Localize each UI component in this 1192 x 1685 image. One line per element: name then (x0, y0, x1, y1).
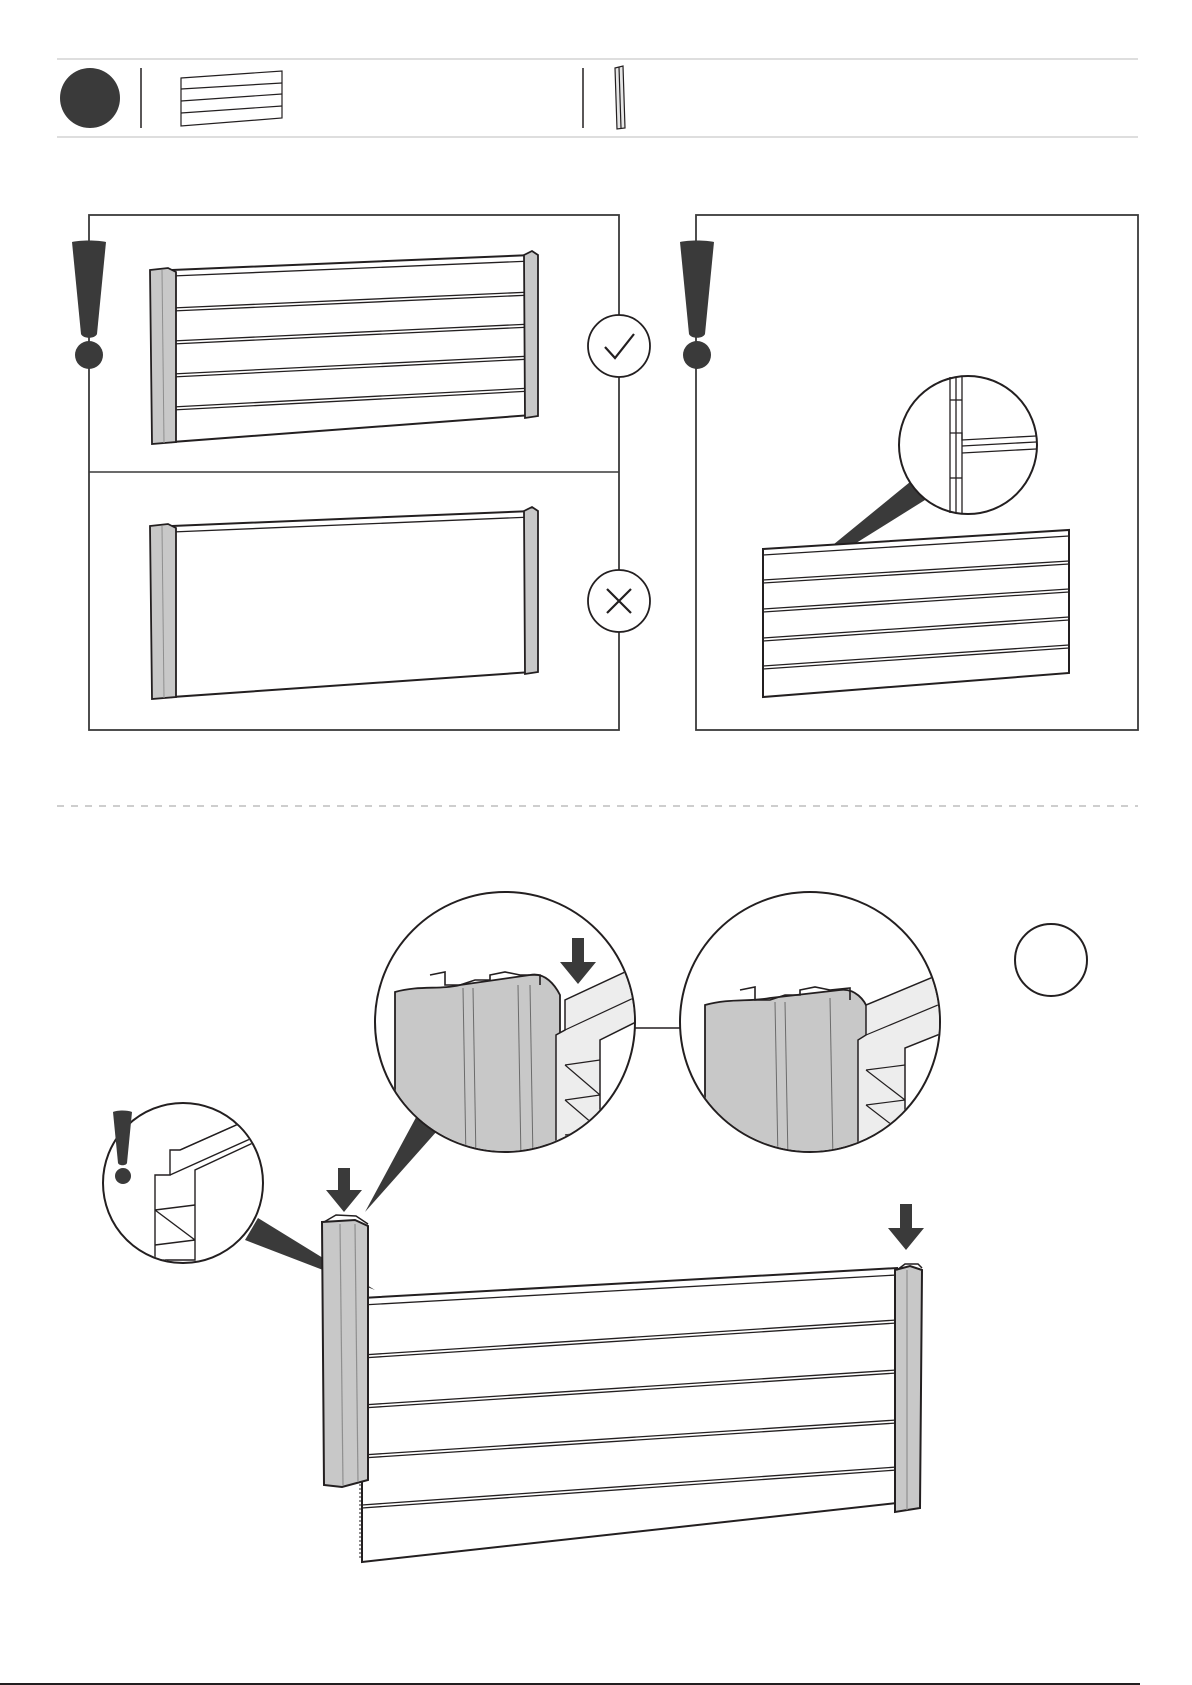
check-icon (588, 315, 650, 377)
corner-post-icon (615, 66, 625, 129)
exclamation-icon (72, 241, 106, 370)
exclamation-icon (680, 241, 714, 370)
down-arrow-icon (326, 1168, 362, 1212)
step-circle-dark (60, 68, 120, 128)
panel-orientation-box (72, 215, 650, 730)
header-parts-row (57, 59, 1138, 137)
post-assembly-section (103, 892, 1087, 1562)
corner-post-left (322, 1168, 368, 1487)
panel-detail-box (680, 215, 1138, 730)
panel-edge-magnifier (103, 1103, 270, 1263)
panel-front-illustration (763, 530, 1069, 697)
tongue-groove-magnifier (899, 376, 1037, 514)
cross-icon (588, 570, 650, 632)
down-arrow-icon (888, 1204, 924, 1250)
step-circle-outline (1015, 924, 1087, 996)
panel-correct-illustration (150, 251, 538, 444)
wall-panel-icon (181, 71, 282, 126)
wall-panel-main (360, 1268, 897, 1562)
post-profile-magnifier-right (680, 892, 950, 1160)
panel-incorrect-illustration (150, 507, 538, 699)
